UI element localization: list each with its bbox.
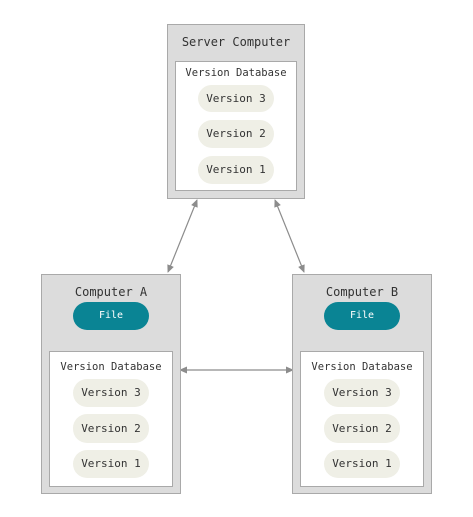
server-version-3: Version 3	[198, 85, 274, 112]
computer-b-title: Computer B	[325, 285, 399, 299]
server-version-2: Version 2	[198, 120, 274, 148]
computer-b-version-3: Version 3	[324, 379, 400, 407]
server-database-title: Version Database	[185, 67, 287, 79]
computer-a-version-3: Version 3	[73, 379, 149, 407]
server-version-1: Version 1	[198, 156, 274, 184]
server-title: Server Computer	[181, 35, 291, 49]
computer-b-version-1: Version 1	[324, 450, 400, 478]
computer-a-database-title: Version Database	[60, 361, 162, 373]
computer-a-title: Computer A	[74, 285, 148, 299]
computer-b-database-title: Version Database	[311, 361, 413, 373]
computer-a-version-1: Version 1	[73, 450, 149, 478]
server-a-arrow	[167, 199, 198, 273]
computer-b-file: File	[324, 302, 400, 330]
computer-a-file: File	[73, 302, 149, 330]
computer-a-version-2: Version 2	[73, 414, 149, 443]
server-b-arrow	[274, 199, 305, 273]
computer-b-version-2: Version 2	[324, 414, 400, 443]
